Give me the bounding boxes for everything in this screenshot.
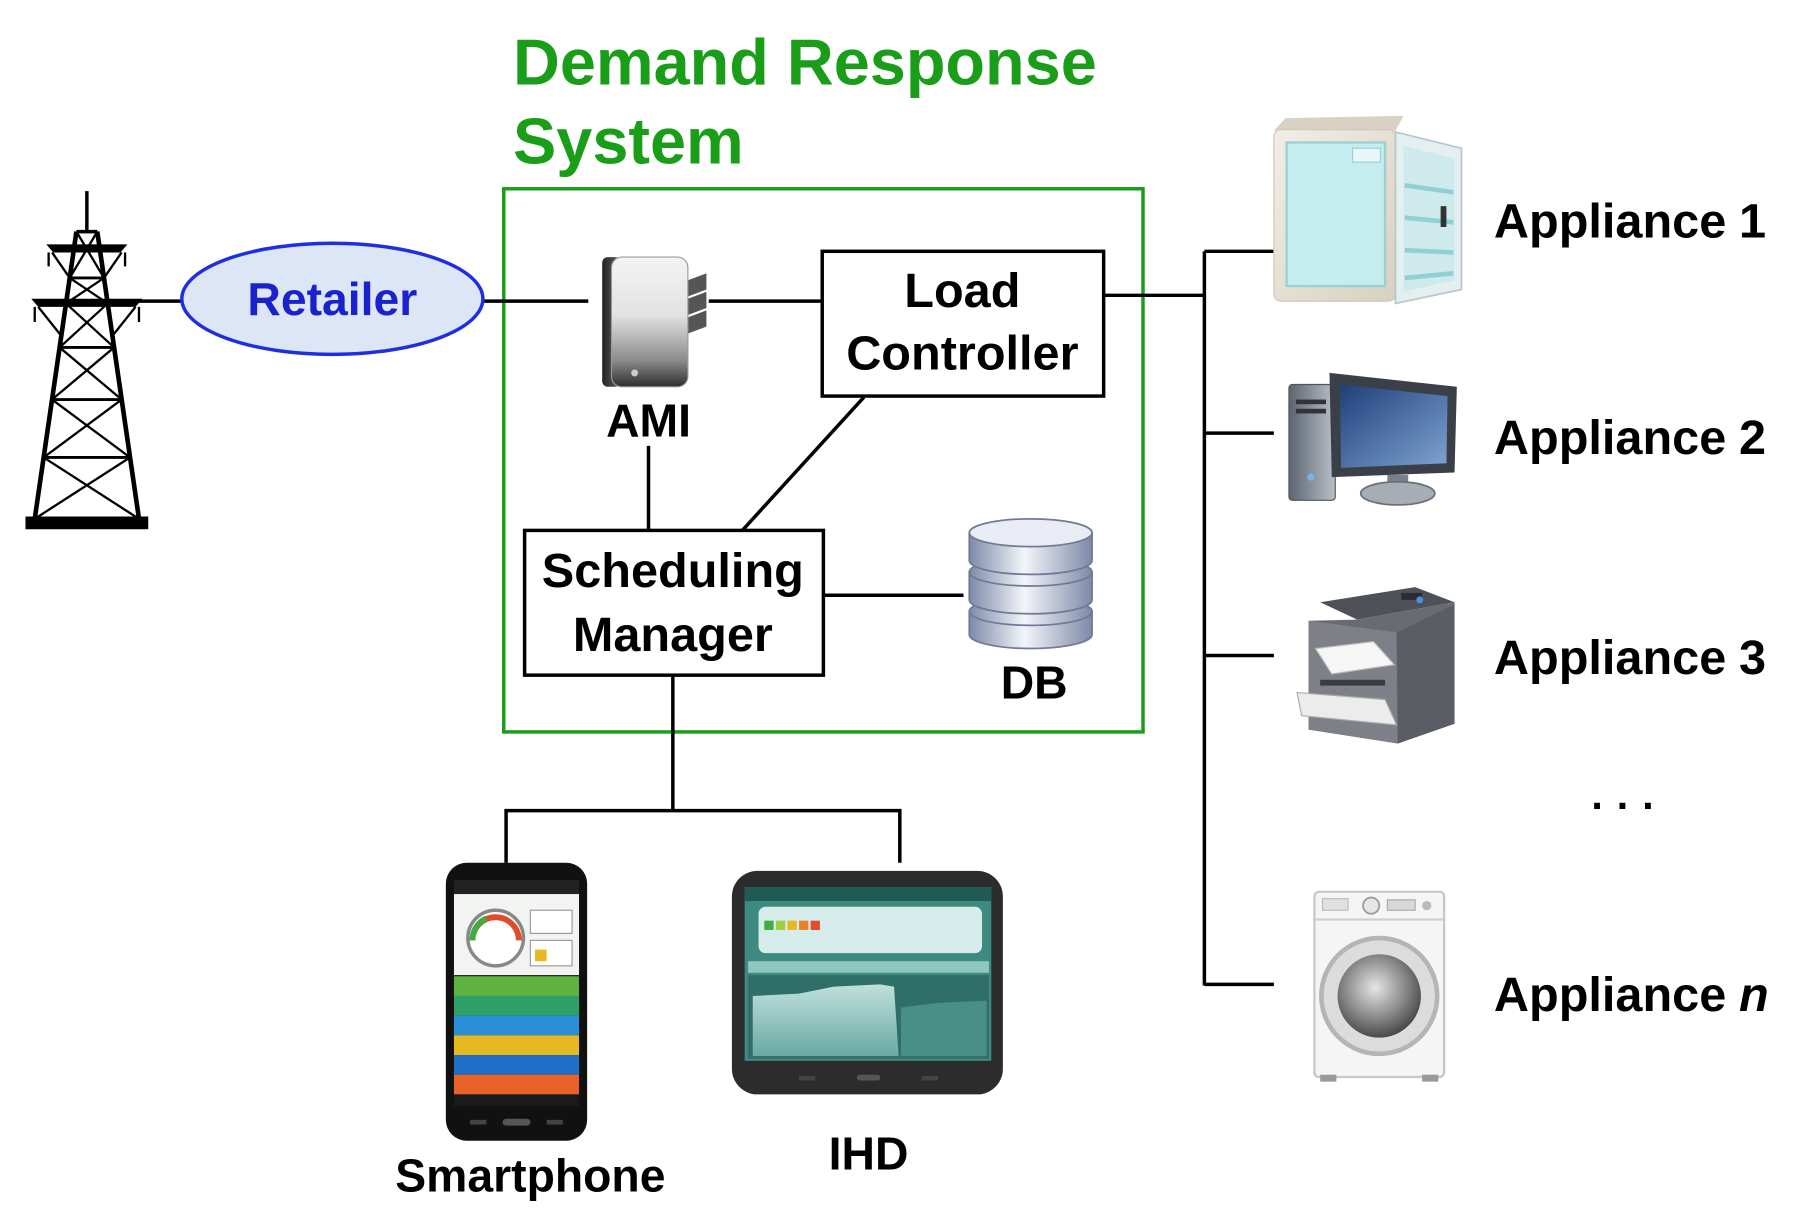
- smartphone-label: Smartphone: [395, 1150, 665, 1202]
- tower-strut: [65, 276, 105, 305]
- tower-strut: [43, 456, 140, 520]
- database-icon: [968, 517, 1093, 650]
- tower-strut: [103, 251, 123, 279]
- smart-meter-icon: [602, 256, 707, 388]
- demand-response-system-boundary: [502, 187, 1145, 734]
- scheduling-manager-label-line-1: Scheduling: [542, 544, 804, 598]
- scheduling-manager-label-line-2: Manager: [573, 608, 773, 662]
- db-label: DB: [1001, 656, 1068, 708]
- tower-strut: [51, 251, 71, 279]
- diagram-title-line-1: Demand Response: [513, 26, 1097, 99]
- tower-strut: [51, 398, 131, 459]
- edge-display-bus: [504, 808, 902, 863]
- more-appliances-ellipsis: · · ·: [1591, 782, 1656, 829]
- tower-strut: [42, 398, 123, 459]
- tower-strut: [94, 231, 142, 520]
- tower-strut: [68, 231, 99, 279]
- washing-machine-icon: [1313, 890, 1446, 1082]
- refrigerator-icon: [1273, 115, 1463, 305]
- tower-strut: [58, 346, 123, 401]
- retailer-label: Retailer: [247, 273, 417, 325]
- edge-load-controller-scheduling-manager: [741, 396, 866, 532]
- scheduling-manager-node: Scheduling Manager: [522, 528, 826, 677]
- tower-strut: [37, 306, 63, 337]
- load-controller-label-line-2: Controller: [846, 326, 1078, 380]
- load-controller-label-line-1: Load: [904, 264, 1020, 318]
- retailer-node: Retailer: [180, 241, 485, 357]
- tower-strut: [75, 231, 105, 279]
- tower-strut: [65, 302, 115, 349]
- transmission-tower-icon: [25, 191, 149, 530]
- diagram-title-line-2: System: [513, 104, 744, 177]
- printer-icon: [1296, 587, 1455, 744]
- load-controller-node: Load Controller: [820, 249, 1106, 398]
- connector-lines: [136, 249, 1274, 987]
- retailer-ellipse: [180, 241, 485, 357]
- tower-strut: [69, 276, 109, 305]
- tower-strut: [32, 231, 79, 520]
- smartphone-icon: [445, 862, 588, 1141]
- tower-strut: [111, 306, 137, 337]
- ihd-label: IHD: [829, 1128, 909, 1180]
- tablet-display-icon: [731, 870, 1003, 1095]
- tower-strut: [58, 302, 109, 349]
- computer-icon: [1288, 372, 1457, 506]
- ami-label: AMI: [606, 395, 691, 447]
- tower-strut: [34, 456, 131, 520]
- tower-strut: [51, 346, 115, 401]
